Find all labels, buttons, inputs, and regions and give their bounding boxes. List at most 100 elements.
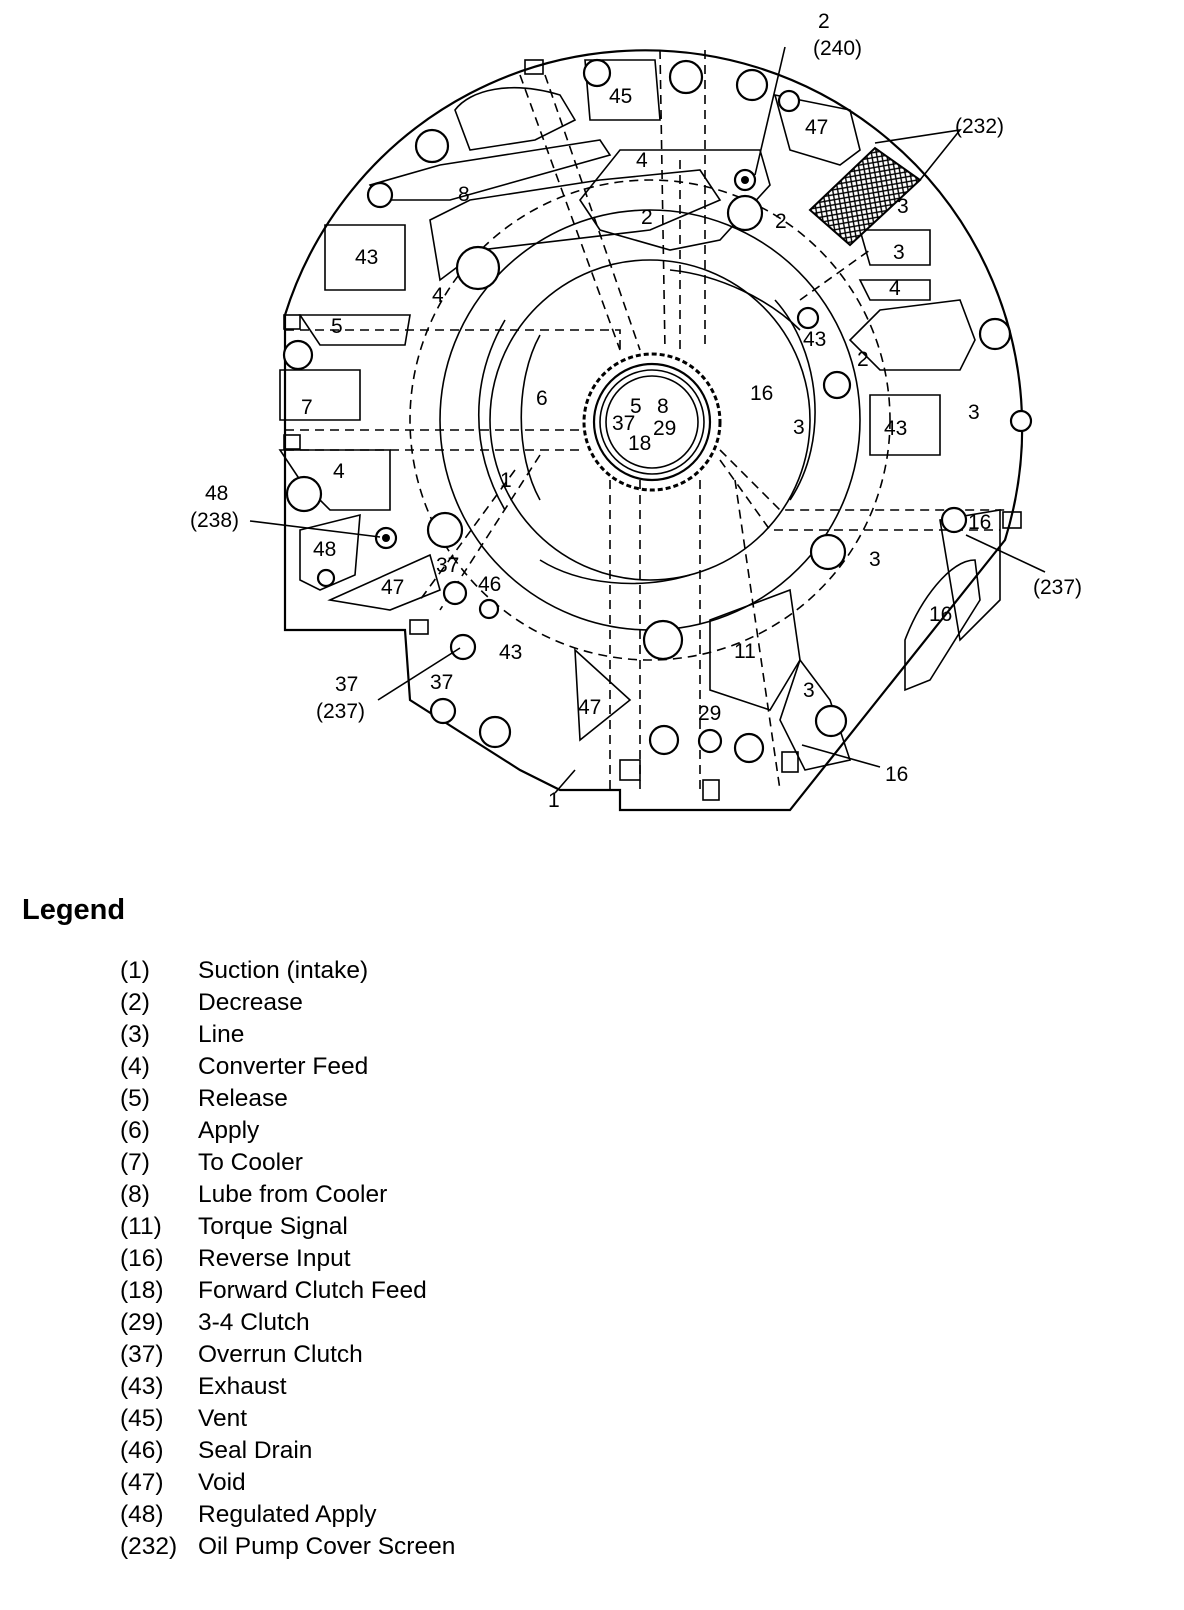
passage-label: 29 [653,417,676,440]
legend-item-label: Seal Drain [198,1437,313,1464]
legend-item-label: Vent [198,1405,248,1432]
passage-label: 5 [630,395,642,418]
passage-label: 37 [430,671,453,694]
passage-label: 8 [657,395,669,418]
passage-label: 43 [884,417,907,440]
bolt-holes [282,58,1033,764]
passage-label: 4 [636,149,648,172]
legend-item-label: Reverse Input [198,1245,351,1272]
passage-label: 3 [793,416,805,439]
passage-labels: 45 47 4 8 2 3 2 3 4 43 4 5 43 2 7 6 5 8 … [301,85,991,725]
legend-item-code: (46) [120,1437,164,1464]
legend-item-label: Decrease [198,989,303,1016]
leader-lines [249,46,1046,794]
dashed-ring [409,179,891,661]
legend-item-code: (232) [120,1533,178,1560]
legend-item: (1) Suction (intake) [120,955,455,987]
legend-item: (16)Reverse Input [120,1243,455,1275]
callout-237-ref-right: (237) [1033,576,1082,599]
passage-label: 11 [734,640,756,663]
passage-label: 16 [750,382,773,405]
passage-label: 3 [893,241,905,264]
inner-ring [489,259,811,581]
legend-item-code: (43) [120,1373,164,1400]
legend-item-code: (45) [120,1405,164,1432]
callout-2-number: 2 [818,10,830,33]
callout-237-ref-left: (237) [316,700,365,723]
legend-item-code: (3) [120,1021,150,1048]
legend-item-label: Torque Signal [198,1213,348,1240]
passage-label: 16 [968,511,991,534]
legend-item: (4)Converter Feed [120,1051,455,1083]
stator-hub [582,352,722,492]
passage-label: 43 [803,328,826,351]
legend-item: (5) Release [120,1083,455,1115]
legend-item-code: (5) [120,1085,150,1112]
callout-240-ref: (240) [813,37,862,60]
passage-label: 2 [775,210,787,233]
legend-item-code: (48) [120,1501,164,1528]
passage-label: 46 [478,573,501,596]
legend-item: (3) Line [120,1019,455,1051]
passage-label: 2 [641,206,653,229]
passage-label: 5 [331,315,343,338]
passage-label: 29 [698,702,721,725]
legend-item-code: (2) [120,989,150,1016]
legend-list: (1) Suction (intake) (2) Decrease (3) Line (4)… [120,955,455,1563]
legend-item-label: Suction (intake) [198,957,369,984]
passage-label: 16 [929,603,952,626]
fluid-passages [278,59,1001,771]
legend-item-label: 3-4 Clutch [198,1309,310,1336]
legend-item-code: (11) [120,1213,162,1240]
legend-item: (11) Torque Signal [120,1211,455,1243]
legend-item: (232) Oil Pump Cover Screen [120,1531,455,1563]
legend-item: (46) Seal Drain [120,1435,455,1467]
callout-238-ref: (238) [190,509,239,532]
passage-label: 47 [805,116,828,139]
legend-item-code: (7) [120,1149,150,1176]
legend-item-label: Converter Feed [198,1053,369,1080]
oil-pump-cover-diagram: 2 (240) (232) 48 (238) 37 (237) (237) 1 … [190,10,1082,812]
legend-item-label: Exhaust [198,1373,287,1400]
passage-label: 47 [578,696,601,719]
legend-item-label: Oil Pump Cover Screen [198,1533,456,1560]
legend-item: (48) Regulated Apply [120,1499,455,1531]
legend-item-code: (47) [120,1469,164,1496]
passage-label: 4 [333,460,345,483]
legend-item-code: (6) [120,1117,150,1144]
callout-1-bottom: 1 [548,789,560,812]
passage-label: 37 [436,554,459,577]
legend-item: (2) Decrease [120,987,455,1019]
legend-item-code: (29) [120,1309,164,1336]
passage-label: 7 [301,396,313,419]
passage-label: 37 [612,412,635,435]
passage-label: 1 [500,469,512,492]
passage-label: 8 [458,183,470,206]
legend-item-label: Lube from Cooler [198,1181,388,1208]
legend-item-code: (18) [120,1277,164,1304]
legend-item: (6) Apply [120,1115,455,1147]
check-pockets [283,59,1022,801]
passage-label: 47 [381,576,404,599]
passage-label: 6 [536,387,548,410]
passage-label: 4 [432,284,444,307]
passage-label: 18 [628,432,651,455]
passage-label: 45 [609,85,632,108]
legend-item-code: (8) [120,1181,150,1208]
passage-label: 48 [313,538,336,561]
legend-item-label: To Cooler [198,1149,303,1176]
legend-item-label: Apply [198,1117,260,1144]
legend-item-label: Regulated Apply [198,1501,377,1528]
passage-label: 2 [857,348,869,371]
legend-item: (45) Vent [120,1403,455,1435]
legend-item-label: Release [198,1085,288,1112]
legend-item-label: Line [198,1021,245,1048]
callout-48-number: 48 [205,482,228,505]
legend-item: (18) Forward Clutch Feed [120,1275,455,1307]
legend-item-label: Forward Clutch Feed [198,1277,427,1304]
callout-232-ref: (232) [955,115,1004,138]
callout-16-bottom: 16 [885,763,908,786]
passage-label: 3 [869,548,881,571]
legend-item-code: (1) [120,957,150,984]
legend-item: (7) To Cooler [120,1147,455,1179]
